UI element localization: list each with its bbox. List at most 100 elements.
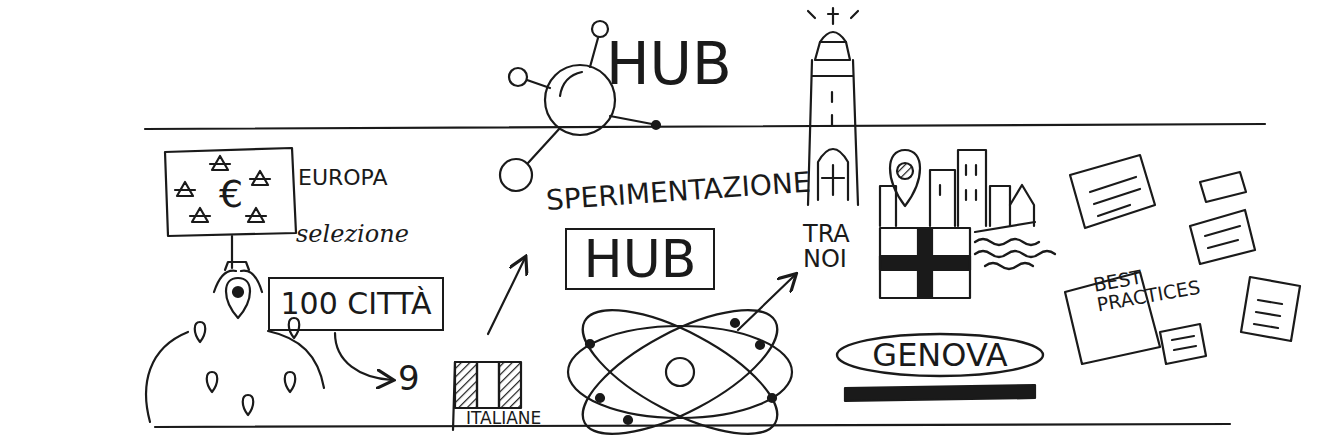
lighthouse-tower: [815, 42, 850, 60]
europe-outline: [146, 332, 188, 422]
lighthouse-tower: [831, 92, 833, 125]
italian-flag: [477, 362, 499, 408]
eu-flag: [190, 208, 210, 222]
hub-molecule-icon: [592, 21, 608, 37]
paper-sheet: [1172, 336, 1196, 350]
sea-waves: [975, 222, 1055, 269]
eu-flag: [250, 171, 270, 185]
lighthouse-tower: [812, 75, 853, 77]
atom-icon: [566, 286, 794, 443]
ellipse-outline: [837, 334, 1043, 376]
eu-flag: [165, 148, 296, 236]
atom-icon: [666, 358, 694, 386]
count-number: 9: [398, 361, 420, 397]
country-label: ITALIANE: [466, 410, 541, 428]
genova-skyline: [880, 186, 896, 226]
euro-sign: €: [219, 175, 243, 215]
genova-flag: [880, 228, 970, 298]
genova-skyline: [990, 186, 1010, 226]
city-pin: [289, 318, 300, 338]
city-pin: [285, 372, 296, 392]
sea-waves: [975, 239, 1039, 245]
lighthouse-tower: [808, 11, 858, 18]
lighthouse-tower: [808, 8, 858, 205]
genova-skyline: [1010, 185, 1034, 226]
atom-icon: [731, 319, 739, 327]
genova-skyline: [890, 150, 920, 206]
lighthouse-tower: [818, 149, 848, 200]
handwritten-note: selezione: [296, 222, 409, 247]
genova-skyline: [897, 163, 913, 179]
hand-with-pin: [226, 278, 250, 318]
atom-icon: [566, 286, 794, 443]
node-text: HUB: [584, 233, 697, 285]
paper-sheet: [1070, 155, 1155, 228]
atom-icon: [566, 286, 794, 443]
hub-molecule-icon: [509, 68, 527, 86]
sea-waves: [975, 222, 1035, 232]
hand-with-pin: [214, 262, 262, 318]
hub-molecule-icon: [527, 80, 550, 88]
hub-molecule-icon: [610, 116, 652, 124]
paper-sheet: [1065, 155, 1300, 364]
underline-bar: [845, 385, 1035, 401]
paper-sheet: [1160, 324, 1206, 364]
italian-flag: [455, 362, 477, 408]
note-label: TRA NOI: [803, 222, 865, 272]
hub-molecule-icon: [528, 128, 560, 163]
hand-with-pin: [214, 271, 262, 292]
paper-sheet: [1254, 300, 1282, 328]
hub-molecule-icon: [560, 72, 582, 96]
city-pin: [243, 395, 254, 415]
atom-icon: [586, 340, 594, 348]
lighthouse-tower: [822, 165, 844, 195]
city-pin: [195, 322, 206, 342]
paper-sheet: [1090, 177, 1140, 216]
sketch-arrow: [488, 258, 525, 334]
sea-waves: [985, 263, 1033, 269]
sea-waves: [975, 251, 1055, 257]
paper-sheet: [1205, 226, 1240, 248]
hub-molecule-icon: [652, 121, 660, 129]
node-text: GENOVA: [872, 339, 1007, 371]
paper-sheet: [1241, 277, 1300, 341]
lighthouse-tower: [808, 60, 858, 205]
genova-skyline: [880, 150, 1034, 226]
eu-flag: [246, 208, 266, 222]
genova-skyline: [958, 150, 986, 226]
italian-flag: [499, 362, 521, 408]
europe-outline: [146, 331, 324, 422]
city-pin: [207, 372, 218, 392]
phase-label: SPERIMENTAZIONE: [545, 168, 811, 216]
paper-sheet: [1200, 172, 1246, 202]
node-text: 100 CITTÀ: [281, 289, 432, 319]
atom-icon: [624, 416, 632, 424]
genova-flag: [880, 228, 970, 298]
genova-flag: [880, 256, 970, 270]
underline-bar: [845, 385, 1035, 401]
atom-icon: [768, 394, 776, 402]
genova-skyline: [940, 165, 976, 200]
atom-icon: [756, 341, 764, 349]
hub-molecule-icon: [500, 159, 532, 191]
city-count-box: 100 CITTÀ: [268, 277, 444, 331]
eu-flag: [165, 148, 296, 268]
region-label: EUROPA: [298, 166, 388, 189]
atom-icon: [568, 326, 792, 418]
city-ellipse: GENOVA: [835, 332, 1045, 378]
eu-flag: [210, 156, 230, 170]
italian-flag: [453, 362, 455, 430]
hub-molecule-icon: [590, 38, 598, 67]
hand-with-pin: [233, 287, 243, 297]
topic-label: BEST PRACTICES: [1092, 253, 1227, 315]
hub-heading: HUB: [606, 34, 732, 95]
hub-molecule-icon: [545, 65, 615, 135]
eu-flag: [175, 182, 195, 196]
band-line: [145, 124, 1265, 427]
atom-icon: [596, 394, 604, 402]
lighthouse-tower: [828, 8, 838, 24]
sketch-arrow: [738, 275, 795, 330]
band-line: [155, 424, 1230, 427]
city-pin: [195, 318, 300, 415]
